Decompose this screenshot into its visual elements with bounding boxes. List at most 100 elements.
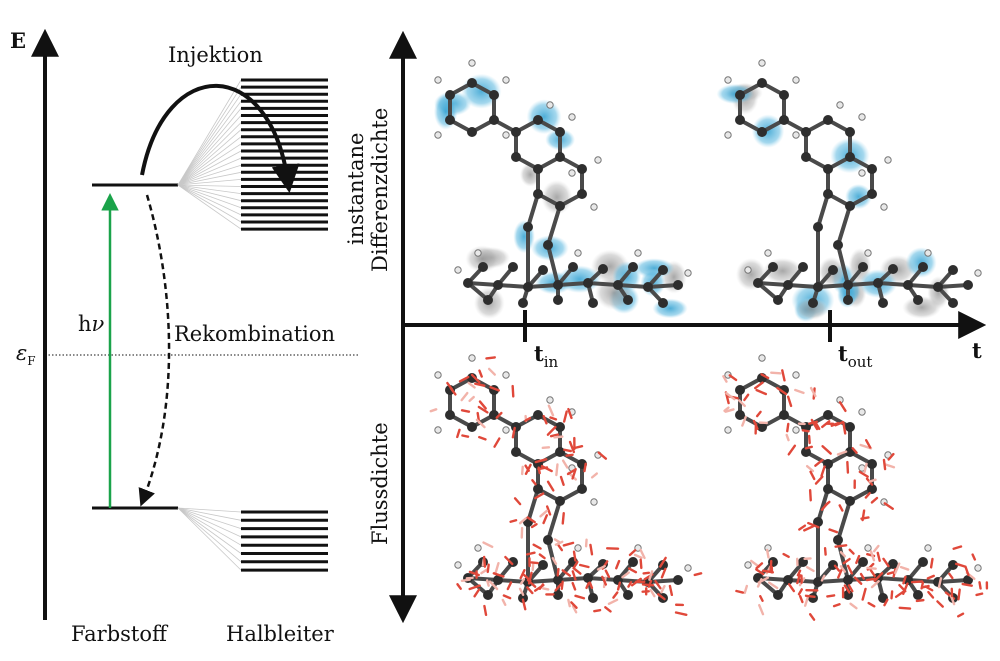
flux-arrow [796,569,802,577]
flux-arrow [460,578,471,582]
atom [823,410,833,420]
atom [478,262,488,272]
flux-arrow [468,570,480,577]
flux-arrow [902,575,907,585]
flux-arrow [561,512,565,525]
flux-arrow [633,553,643,559]
flux-arrow [547,404,555,417]
atom [948,560,958,570]
flux-arrow [524,416,532,422]
lower-coupling-fan [177,507,242,571]
flux-arrow [820,502,829,511]
coupling-line [177,129,242,186]
bond [876,576,910,582]
atom [489,90,499,100]
flux-arrow [456,428,461,439]
flux-arrow [839,550,847,558]
bond [556,576,590,582]
flux-arrow [589,543,594,556]
coupling-line [177,143,242,186]
atom [613,280,623,290]
flux-arrow [487,367,496,376]
flux-arrow [843,584,851,594]
flux-arrow [855,554,861,565]
hydrogen-atom [792,131,800,139]
hydrogen-atom [502,76,510,84]
flux-arrow [474,382,486,387]
flux-arrow [864,491,871,499]
hydrogen-atom [434,426,442,434]
hydrogen-atom [758,354,766,362]
atom [867,459,877,469]
flux-arrow [883,502,894,510]
atom [467,373,477,383]
flux-arrow [833,564,841,572]
hydrogen-atom [574,249,582,257]
flux-arrow [756,578,763,588]
bond [496,283,530,289]
atom [588,298,598,308]
flux-arrow [859,572,866,580]
flux-arrow [657,593,666,601]
atom [555,422,565,432]
flux-arrow [804,445,813,450]
flux-arrow [797,588,803,596]
flux-arrow [573,567,582,575]
bond [616,283,650,289]
flux-arrow [621,571,631,579]
atom [843,295,853,305]
flux-arrow [627,567,638,574]
flux-arrow [660,585,666,594]
hydrogen-atom [974,269,982,277]
flux-arrow [519,569,526,580]
density-snapshot-t-out [716,59,982,322]
flux-arrow [838,401,847,413]
flux-arrow [808,488,812,502]
flux-arrow [542,414,548,425]
atom [833,535,843,545]
hydrogen-atom [434,371,442,379]
energy-axis-label: E [10,28,26,53]
flux-arrow [820,465,826,478]
bond [556,281,590,287]
atom [511,127,521,137]
flux-arrow [572,550,577,562]
hydrogen-atom [568,113,576,121]
flux-arrow [765,548,770,559]
flux-arrow [560,580,564,591]
bond [646,283,680,289]
coupling-line [177,86,242,186]
flux-arrow [526,586,534,595]
flux-arrow [851,447,858,454]
flux-arrow [869,568,876,578]
flux-arrow [894,562,901,575]
atom [963,280,973,290]
atom [658,298,668,308]
flux-arrow [846,460,850,474]
atom [628,262,638,272]
atom [577,484,587,494]
atom [808,593,818,603]
coupling-line [177,184,242,202]
atom [467,422,477,432]
atom [833,240,843,250]
atom [583,278,593,288]
flux-arrow [886,571,895,575]
injection-arrow [140,83,300,194]
flux-arrow [846,564,854,575]
injection-label: Injektion [168,43,263,67]
flux-arrow [927,590,935,599]
recombination-label: Rekombination [174,322,335,346]
flux-arrow [482,555,487,568]
flux-arrow [574,594,586,600]
hydrogen-atom [474,249,482,257]
flux-arrow [549,433,560,438]
flux-arrow [804,594,816,599]
flux-arrow [654,579,662,590]
flux-arrow [562,541,575,547]
atom [467,127,477,137]
atom [483,590,493,600]
atom [508,557,518,567]
upper-coupling-fan [177,79,242,230]
bond [786,283,820,289]
